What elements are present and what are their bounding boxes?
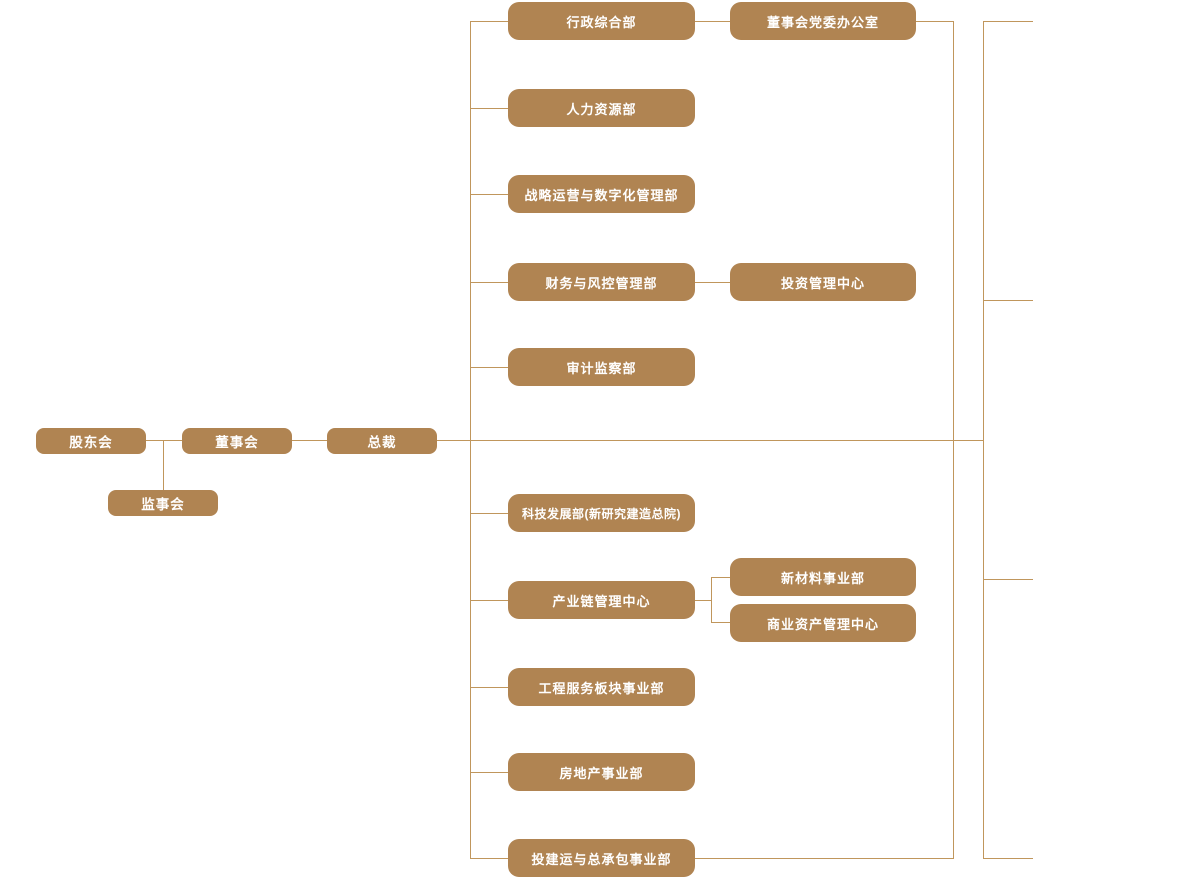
connector-line [470, 108, 508, 109]
connector-stub [983, 300, 1033, 301]
connector-line [695, 282, 730, 283]
connector-line [695, 600, 711, 601]
node-investment-center: 投资管理中心 [730, 263, 916, 301]
connector-line [916, 21, 953, 22]
node-admin-dept: 行政综合部 [508, 2, 695, 40]
connector-line [711, 577, 712, 623]
connector-line [437, 440, 983, 441]
node-real-estate-dept: 房地产事业部 [508, 753, 695, 791]
connector-line [470, 367, 508, 368]
node-audit-dept: 审计监察部 [508, 348, 695, 386]
connector-line [470, 282, 508, 283]
node-epc-dept: 投建运与总承包事业部 [508, 839, 695, 877]
connector-line [163, 441, 164, 490]
connector-rail [983, 21, 984, 859]
connector-line [470, 772, 508, 773]
connector-line [695, 21, 730, 22]
node-president: 总裁 [327, 428, 437, 454]
connector-line [470, 21, 508, 22]
connector-line [470, 513, 508, 514]
node-commercial-assets-center: 商业资产管理中心 [730, 604, 916, 642]
node-party-office: 董事会党委办公室 [730, 2, 916, 40]
node-tech-dept: 科技发展部(新研究建造总院) [508, 494, 695, 532]
connector-line [470, 858, 508, 859]
node-supervisory-board: 监事会 [108, 490, 218, 516]
connector-line [711, 622, 730, 623]
node-engineering-dept: 工程服务板块事业部 [508, 668, 695, 706]
connector-stub [983, 579, 1033, 580]
connector-line [292, 440, 327, 441]
node-board-of-directors: 董事会 [182, 428, 292, 454]
connector-spine [470, 21, 471, 859]
node-new-materials-dept: 新材料事业部 [730, 558, 916, 596]
connector-line [470, 687, 508, 688]
connector-line [146, 440, 182, 441]
node-finance-dept: 财务与风控管理部 [508, 263, 695, 301]
connector-line [711, 577, 730, 578]
connector-rail [953, 21, 954, 859]
connector-stub [983, 21, 1033, 22]
node-industry-chain-center: 产业链管理中心 [508, 581, 695, 619]
node-shareholders: 股东会 [36, 428, 146, 454]
node-strategy-dept: 战略运营与数字化管理部 [508, 175, 695, 213]
connector-line [470, 600, 508, 601]
connector-line [470, 194, 508, 195]
connector-line [695, 858, 953, 859]
connector-stub [983, 858, 1033, 859]
node-hr-dept: 人力资源部 [508, 89, 695, 127]
